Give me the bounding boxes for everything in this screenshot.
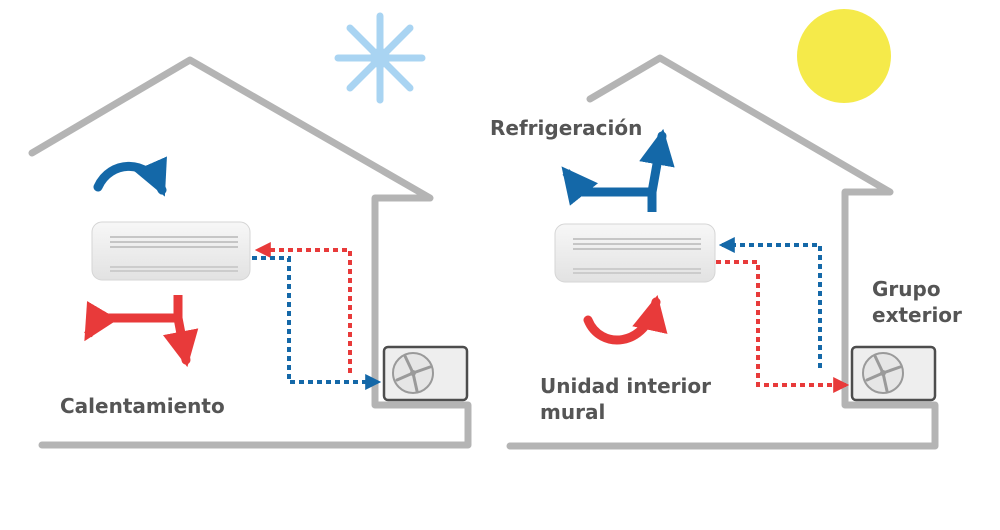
hot-air-arrow-right <box>583 294 668 345</box>
indoor-unit-label-line1: Unidad interior <box>540 374 711 398</box>
outdoor-unit-left <box>382 345 469 402</box>
indoor-unit-right <box>554 223 716 283</box>
house-right-outline <box>506 54 939 450</box>
sun-icon <box>797 9 891 103</box>
indoor-unit-label-line2: mural <box>540 400 605 424</box>
house-right-cooling: Refrigeración Grupo exterior Unidad inte… <box>490 9 962 450</box>
house-left-outline <box>28 56 472 449</box>
outdoor-unit-label-line2: exterior <box>872 303 962 327</box>
heating-label: Calentamiento <box>60 394 225 418</box>
hot-air-arrow-left-down <box>162 313 199 368</box>
cold-air-arrow-right <box>561 166 657 212</box>
outdoor-unit-right <box>850 345 937 402</box>
indoor-unit-left <box>91 221 251 281</box>
hot-line-right <box>716 260 850 393</box>
cold-line-left <box>252 256 382 390</box>
hot-line-left <box>254 242 352 373</box>
cold-air-arrow-right-up <box>639 128 675 197</box>
house-left-heating: Calentamiento <box>28 12 472 449</box>
outdoor-unit-label-line1: Grupo <box>872 277 941 301</box>
snowflake-icon <box>334 12 426 104</box>
hot-air-arrow-left <box>84 295 183 342</box>
cooling-label: Refrigeración <box>490 116 642 140</box>
cold-air-arrow-left <box>93 156 167 197</box>
cold-line-right <box>718 237 822 368</box>
